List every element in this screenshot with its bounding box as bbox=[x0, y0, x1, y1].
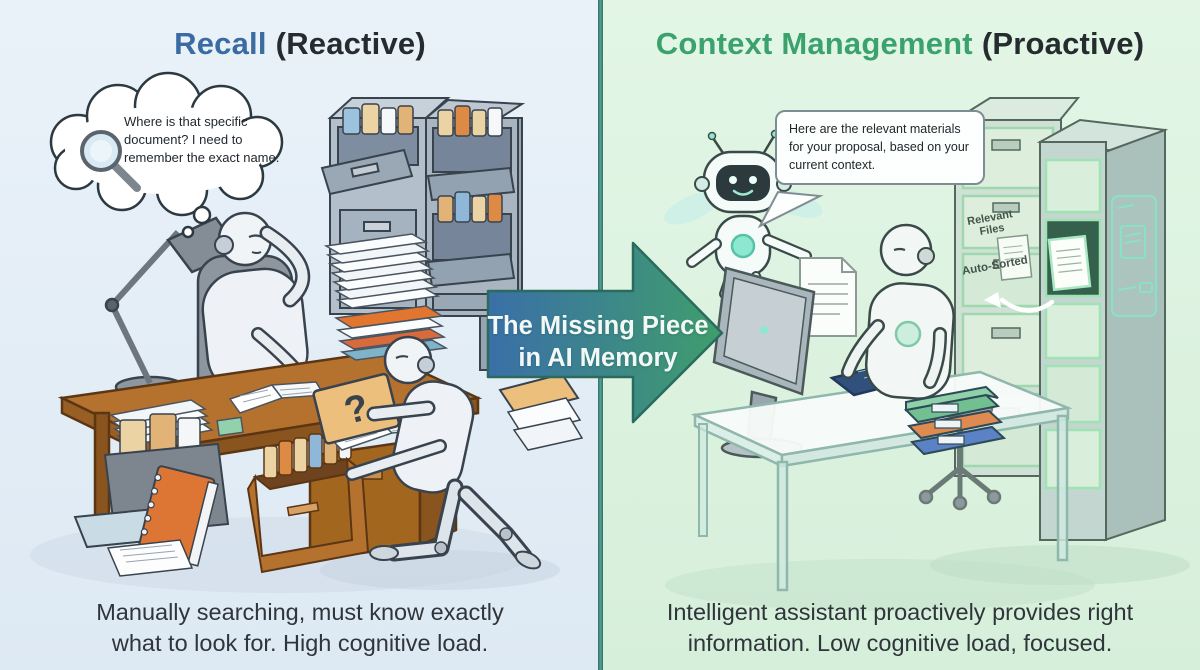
right-caption: Intelligent assistant proactively provid… bbox=[666, 599, 1134, 657]
robot-core bbox=[894, 320, 922, 348]
monitor-logo bbox=[760, 326, 768, 334]
floating-document bbox=[799, 257, 857, 337]
curved-arrow bbox=[999, 297, 1055, 313]
assistant-core bbox=[730, 233, 756, 259]
robot-mouth bbox=[251, 251, 262, 254]
auto-sorted-documents bbox=[984, 234, 1092, 313]
arrow-caption-line2: in AI Memory bbox=[518, 344, 678, 373]
thought-bubble-text: Where is that specific document? I need … bbox=[124, 114, 280, 165]
right-panel-title: Context Management(Proactive) bbox=[600, 26, 1200, 62]
paper-stack-tall bbox=[323, 233, 441, 309]
assistant-face-screen bbox=[716, 165, 770, 201]
left-title-highlight: Recall bbox=[174, 26, 267, 61]
focused-robot bbox=[841, 223, 955, 400]
cabinet2-drawers bbox=[1044, 158, 1102, 490]
question-folder: ? bbox=[312, 372, 401, 445]
cabinet-side-panel bbox=[1111, 195, 1157, 317]
floor-shadow-2 bbox=[930, 545, 1190, 585]
context-scene bbox=[664, 97, 1190, 611]
right-title-highlight: Context Management bbox=[655, 26, 973, 61]
robot-eye bbox=[395, 355, 409, 359]
robot-ear bbox=[917, 247, 935, 265]
floor-folder-papers bbox=[498, 372, 584, 451]
left-title-rest: (Reactive) bbox=[275, 26, 426, 61]
speech-bubble-tail bbox=[757, 190, 824, 229]
left-caption: Manually searching, must know exactly wh… bbox=[96, 599, 504, 657]
doc-incoming-1 bbox=[996, 234, 1033, 281]
speech-bubble: Here are the relevant materials for your… bbox=[775, 110, 985, 186]
orange-notebook bbox=[137, 465, 219, 567]
drawer-folders-c bbox=[437, 191, 503, 223]
robot-eye bbox=[893, 247, 906, 252]
curved-arrow-head bbox=[984, 292, 1001, 308]
floor-bin-group bbox=[73, 413, 230, 577]
robot-ear bbox=[214, 235, 234, 255]
right-title-rest: (Proactive) bbox=[981, 26, 1145, 61]
thought-bubble bbox=[49, 71, 284, 239]
drawer-folders-b bbox=[437, 105, 503, 137]
binder-stack bbox=[903, 385, 1007, 456]
kneeling-robot bbox=[345, 335, 542, 570]
wing-left bbox=[664, 191, 720, 225]
left-panel-title: Recall(Reactive) bbox=[0, 26, 600, 62]
thought-trail-dot-small bbox=[181, 225, 195, 239]
doc-incoming-2 bbox=[1047, 234, 1092, 292]
arrow-caption: The Missing Piece in AI Memory bbox=[484, 310, 712, 374]
sticky-note-green bbox=[216, 416, 244, 437]
drawer-folders-a bbox=[342, 103, 414, 135]
open-book bbox=[228, 381, 326, 414]
thought-trail-dot bbox=[192, 205, 212, 225]
robot-ear bbox=[417, 356, 435, 374]
loose-paper bbox=[106, 539, 194, 577]
assistant-smile bbox=[732, 189, 754, 196]
magnifier-icon bbox=[80, 130, 141, 192]
arrow-caption-line1: The Missing Piece bbox=[487, 312, 709, 340]
